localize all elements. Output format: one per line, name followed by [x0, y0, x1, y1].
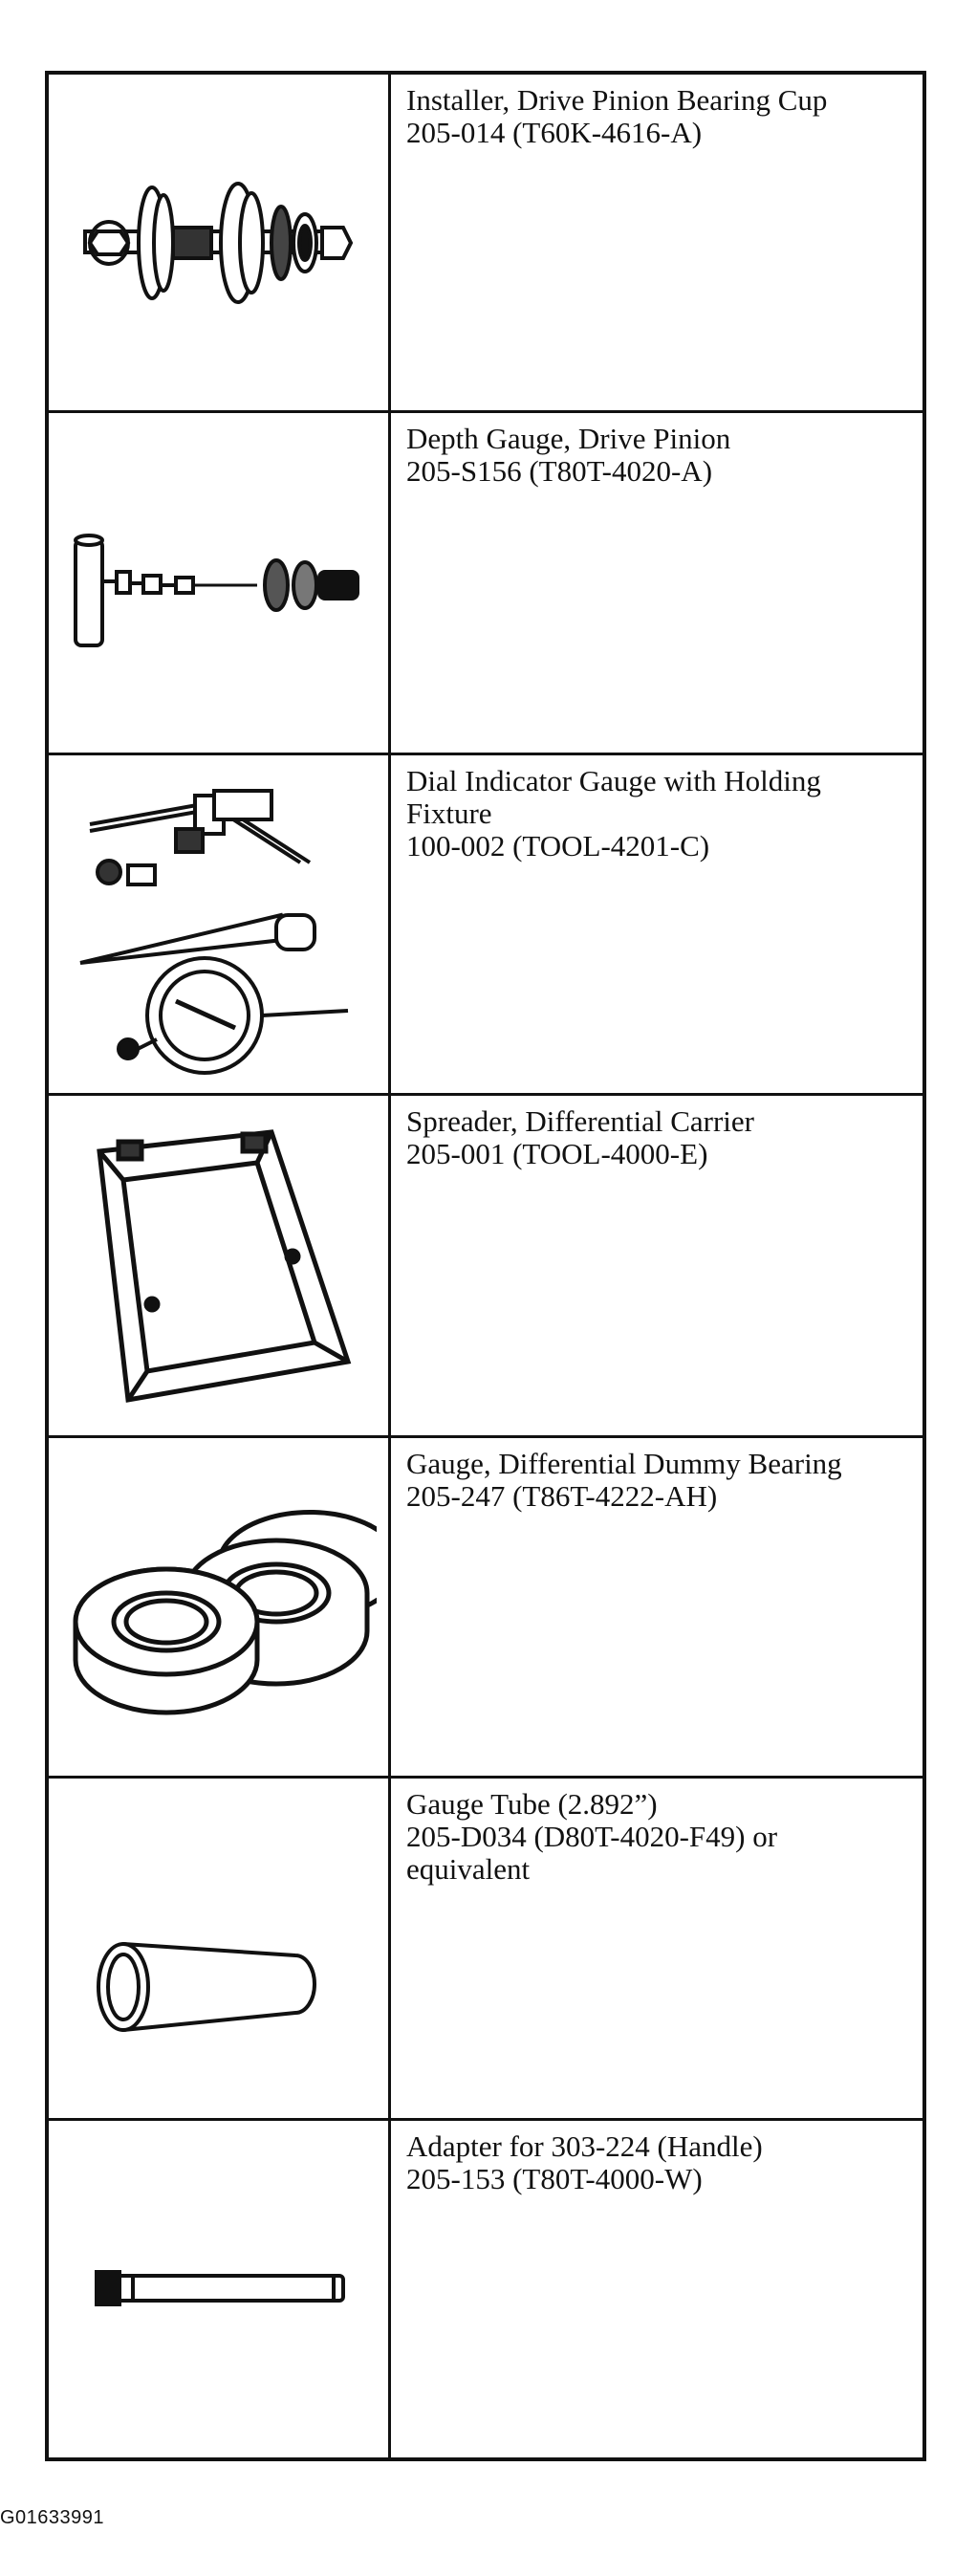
tool-row: Gauge, Differential Dummy Bearing 205-24… — [49, 1438, 922, 1779]
dial-indicator-icon — [79, 788, 348, 1075]
tool-description: Adapter for 303-224 (Handle) 205-153 (T8… — [391, 2121, 922, 2457]
tool-description: Depth Gauge, Drive Pinion 205-S156 (T80T… — [391, 413, 922, 753]
tool-part-number: 205-153 (T80T-4000-W) — [406, 2162, 703, 2195]
tool-illustration — [49, 2121, 391, 2457]
carrier-spreader-icon — [96, 1128, 351, 1403]
figure-id: G01633991 — [0, 2507, 105, 2528]
tool-name: Adapter for 303-224 (Handle) — [406, 2129, 763, 2163]
tool-part-number: 205-S156 (T80T-4020-A) — [406, 454, 713, 488]
tool-illustration — [49, 413, 391, 753]
tool-description: Installer, Drive Pinion Bearing Cup 205-… — [391, 75, 922, 410]
handle-adapter-icon — [94, 2270, 345, 2306]
tool-illustration — [49, 1096, 391, 1435]
tool-description: Gauge Tube (2.892”) 205-D034 (D80T-4020-… — [391, 1779, 922, 2118]
tool-row: Gauge Tube (2.892”) 205-D034 (D80T-4020-… — [49, 1779, 922, 2121]
tool-row: Depth Gauge, Drive Pinion 205-S156 (T80T… — [49, 413, 922, 755]
bearing-cup-installer-icon — [82, 181, 353, 304]
tool-name: Spreader, Differential Carrier — [406, 1104, 754, 1138]
tool-illustration — [49, 1779, 391, 2118]
tool-illustration — [49, 1438, 391, 1776]
special-tools-table: Installer, Drive Pinion Bearing Cup 205-… — [45, 71, 926, 2461]
tool-description: Spreader, Differential Carrier 205-001 (… — [391, 1096, 922, 1435]
tool-description: Gauge, Differential Dummy Bearing 205-24… — [391, 1438, 922, 1776]
tool-name: Installer, Drive Pinion Bearing Cup — [406, 83, 828, 117]
tool-part-number: 100-002 (TOOL-4201-C) — [406, 829, 710, 862]
tool-name: Gauge, Differential Dummy Bearing — [406, 1447, 842, 1480]
tool-description: Dial Indicator Gauge with Holding Fixtur… — [391, 755, 922, 1093]
tool-row: Installer, Drive Pinion Bearing Cup 205-… — [49, 75, 922, 413]
tool-part-number: 205-247 (T86T-4222-AH) — [406, 1479, 718, 1513]
tool-name: Depth Gauge, Drive Pinion — [406, 422, 731, 455]
tool-row: Spreader, Differential Carrier 205-001 (… — [49, 1096, 922, 1438]
tool-illustration — [49, 755, 391, 1093]
tool-name: Gauge Tube (2.892”) — [406, 1787, 658, 1821]
dummy-bearing-icon — [73, 1509, 377, 1714]
tool-row: Adapter for 303-224 (Handle) 205-153 (T8… — [49, 2121, 922, 2457]
tool-part-number: 205-014 (T60K-4616-A) — [406, 116, 703, 149]
tool-part-number: 205-001 (TOOL-4000-E) — [406, 1137, 708, 1170]
tool-row: Dial Indicator Gauge with Holding Fixtur… — [49, 755, 922, 1096]
depth-gauge-icon — [73, 533, 359, 647]
tool-name: Dial Indicator Gauge with Holding Fixtur… — [406, 764, 821, 830]
gauge-tube-icon — [96, 1941, 316, 2032]
tool-illustration — [49, 75, 391, 410]
tool-part-number: 205-D034 (D80T-4020-F49) or equivalent — [406, 1820, 778, 1886]
